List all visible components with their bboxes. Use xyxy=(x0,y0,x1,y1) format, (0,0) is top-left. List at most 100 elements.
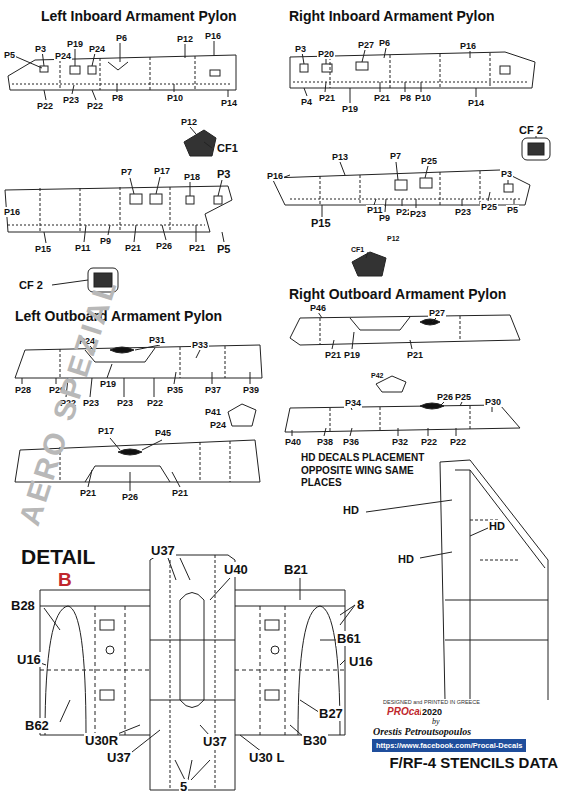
callout-number: P30 xyxy=(484,397,502,407)
callout-number: U16 xyxy=(16,652,42,667)
section-heading: Left Outboard Armament Pylon xyxy=(14,308,223,324)
callout-number: P14 xyxy=(220,98,238,108)
callout-number: P40 xyxy=(284,437,302,447)
callout-number: P5 xyxy=(216,243,231,255)
callout-number: P19 xyxy=(341,104,359,114)
callout-number: P6 xyxy=(378,38,391,48)
callout-number: P5 xyxy=(506,205,519,215)
callout-number: P21 xyxy=(324,350,342,360)
callout-number: P18 xyxy=(183,172,201,182)
section-heading: Right Outboard Armament Pylon xyxy=(288,286,507,302)
callout-number: P22 xyxy=(86,101,104,111)
callout-number: P5 xyxy=(3,50,16,60)
credit-word: by xyxy=(431,717,441,726)
section-heading: Right Inboard Armament Pylon xyxy=(288,8,496,24)
callout-number: P8 xyxy=(399,93,412,103)
callout-number: P23 xyxy=(62,95,80,105)
callout-number: P23 xyxy=(454,207,472,217)
detail-heading: DETAIL xyxy=(20,545,96,569)
callout-number: P22 xyxy=(449,437,467,447)
callout-number: P3 xyxy=(34,44,47,54)
callout-number: P21 xyxy=(318,93,336,103)
callout-number: P31 xyxy=(148,335,166,345)
callout-number: P7 xyxy=(389,151,402,161)
callout-number: P16 xyxy=(266,171,284,181)
author-name: Orestis Petroutsopoulos xyxy=(372,726,472,737)
callout-number: P14 xyxy=(467,98,485,108)
callout-number: P19 xyxy=(343,350,361,360)
callout-number: P15 xyxy=(34,244,52,254)
callout-number: P22 xyxy=(36,101,54,111)
callout-number: B62 xyxy=(24,718,50,733)
callout-number: P32 xyxy=(391,437,409,447)
callout-number: P45 xyxy=(154,428,172,438)
callout-number: P26 xyxy=(155,241,173,251)
callout-number: P22 xyxy=(420,437,438,447)
callout-number: 5 xyxy=(179,779,188,794)
callout-number: P46 xyxy=(309,303,327,313)
callout-number: P24 xyxy=(209,420,227,430)
callout-number: P33 xyxy=(191,340,209,350)
callout-number: P41 xyxy=(204,407,222,417)
callout-number: HD xyxy=(488,520,506,532)
label: F/RF-4 STENCILS DATA xyxy=(388,754,559,771)
callout-number: P25 xyxy=(480,202,498,212)
callout-number: P21 xyxy=(373,93,391,103)
callout-number: U37 xyxy=(202,734,228,749)
callout-number: P20 xyxy=(317,49,335,59)
callout-number: U16 xyxy=(348,654,374,669)
callout-number: P37 xyxy=(204,385,222,395)
callout-number: P28 xyxy=(14,385,32,395)
callout-number: P17 xyxy=(97,426,115,436)
callout-number: P23 xyxy=(116,398,134,408)
callout-number: P10 xyxy=(414,93,432,103)
callout-number: P24 xyxy=(54,51,72,61)
callout-number: P12 xyxy=(386,235,400,242)
callout-number: P22 xyxy=(146,398,164,408)
callout-number: CF 2 xyxy=(18,279,44,291)
designer-note: DESIGNED and PRINTED IN GREECE xyxy=(382,699,481,705)
callout-number: P8 xyxy=(111,93,124,103)
callout-number: P25 xyxy=(420,156,438,166)
callout-number: U30 L xyxy=(248,750,285,765)
detail-letter: B xyxy=(57,569,73,591)
callout-number: HD xyxy=(397,553,415,565)
callout-number: P15 xyxy=(310,217,332,229)
callout-number: B27 xyxy=(318,706,344,721)
brand-name: PROcal xyxy=(386,706,424,717)
callout-number: P4 xyxy=(300,97,313,107)
callout-number: P21 xyxy=(188,243,206,253)
callout-number: 8 xyxy=(356,597,365,612)
callout-number: U40 xyxy=(223,562,249,577)
callout-number: P34 xyxy=(344,398,362,408)
callout-number: P13 xyxy=(331,152,349,162)
callout-number: P42 xyxy=(370,372,384,379)
year: 2020 xyxy=(421,707,443,717)
callout-number: P26 xyxy=(121,492,139,502)
callout-number: P3 xyxy=(500,169,513,179)
callout-number: P3 xyxy=(294,44,307,54)
callout-number: P16 xyxy=(204,31,222,41)
callout-number: P27 xyxy=(428,308,446,318)
callout-number: P36 xyxy=(342,437,360,447)
callout-number: P3 xyxy=(216,168,231,180)
callout-number: P12 xyxy=(176,34,194,44)
callout-number: U37 xyxy=(150,543,176,558)
callout-number: P10 xyxy=(166,93,184,103)
callout-number: P19 xyxy=(99,379,117,389)
callout-number: P24 xyxy=(88,44,106,54)
callout-number: U30R xyxy=(84,733,119,748)
callout-number: P11 xyxy=(74,243,92,253)
callout-number: B28 xyxy=(10,598,36,613)
callout-number: P12 xyxy=(180,117,198,127)
callout-number: CF 2 xyxy=(518,124,544,136)
callout-number: P21 xyxy=(124,243,142,253)
callout-number: B30 xyxy=(302,733,328,748)
callout-number: P26 xyxy=(436,392,454,402)
callout-number: P17 xyxy=(153,166,171,176)
callout-number: P38 xyxy=(316,437,334,447)
callout-number: P19 xyxy=(66,39,84,49)
placement-note: HD DECALS PLACEMENT OPPOSITE WING SAME P… xyxy=(300,452,430,490)
callout-number: P16 xyxy=(3,207,21,217)
callout-number: P9 xyxy=(99,236,112,246)
